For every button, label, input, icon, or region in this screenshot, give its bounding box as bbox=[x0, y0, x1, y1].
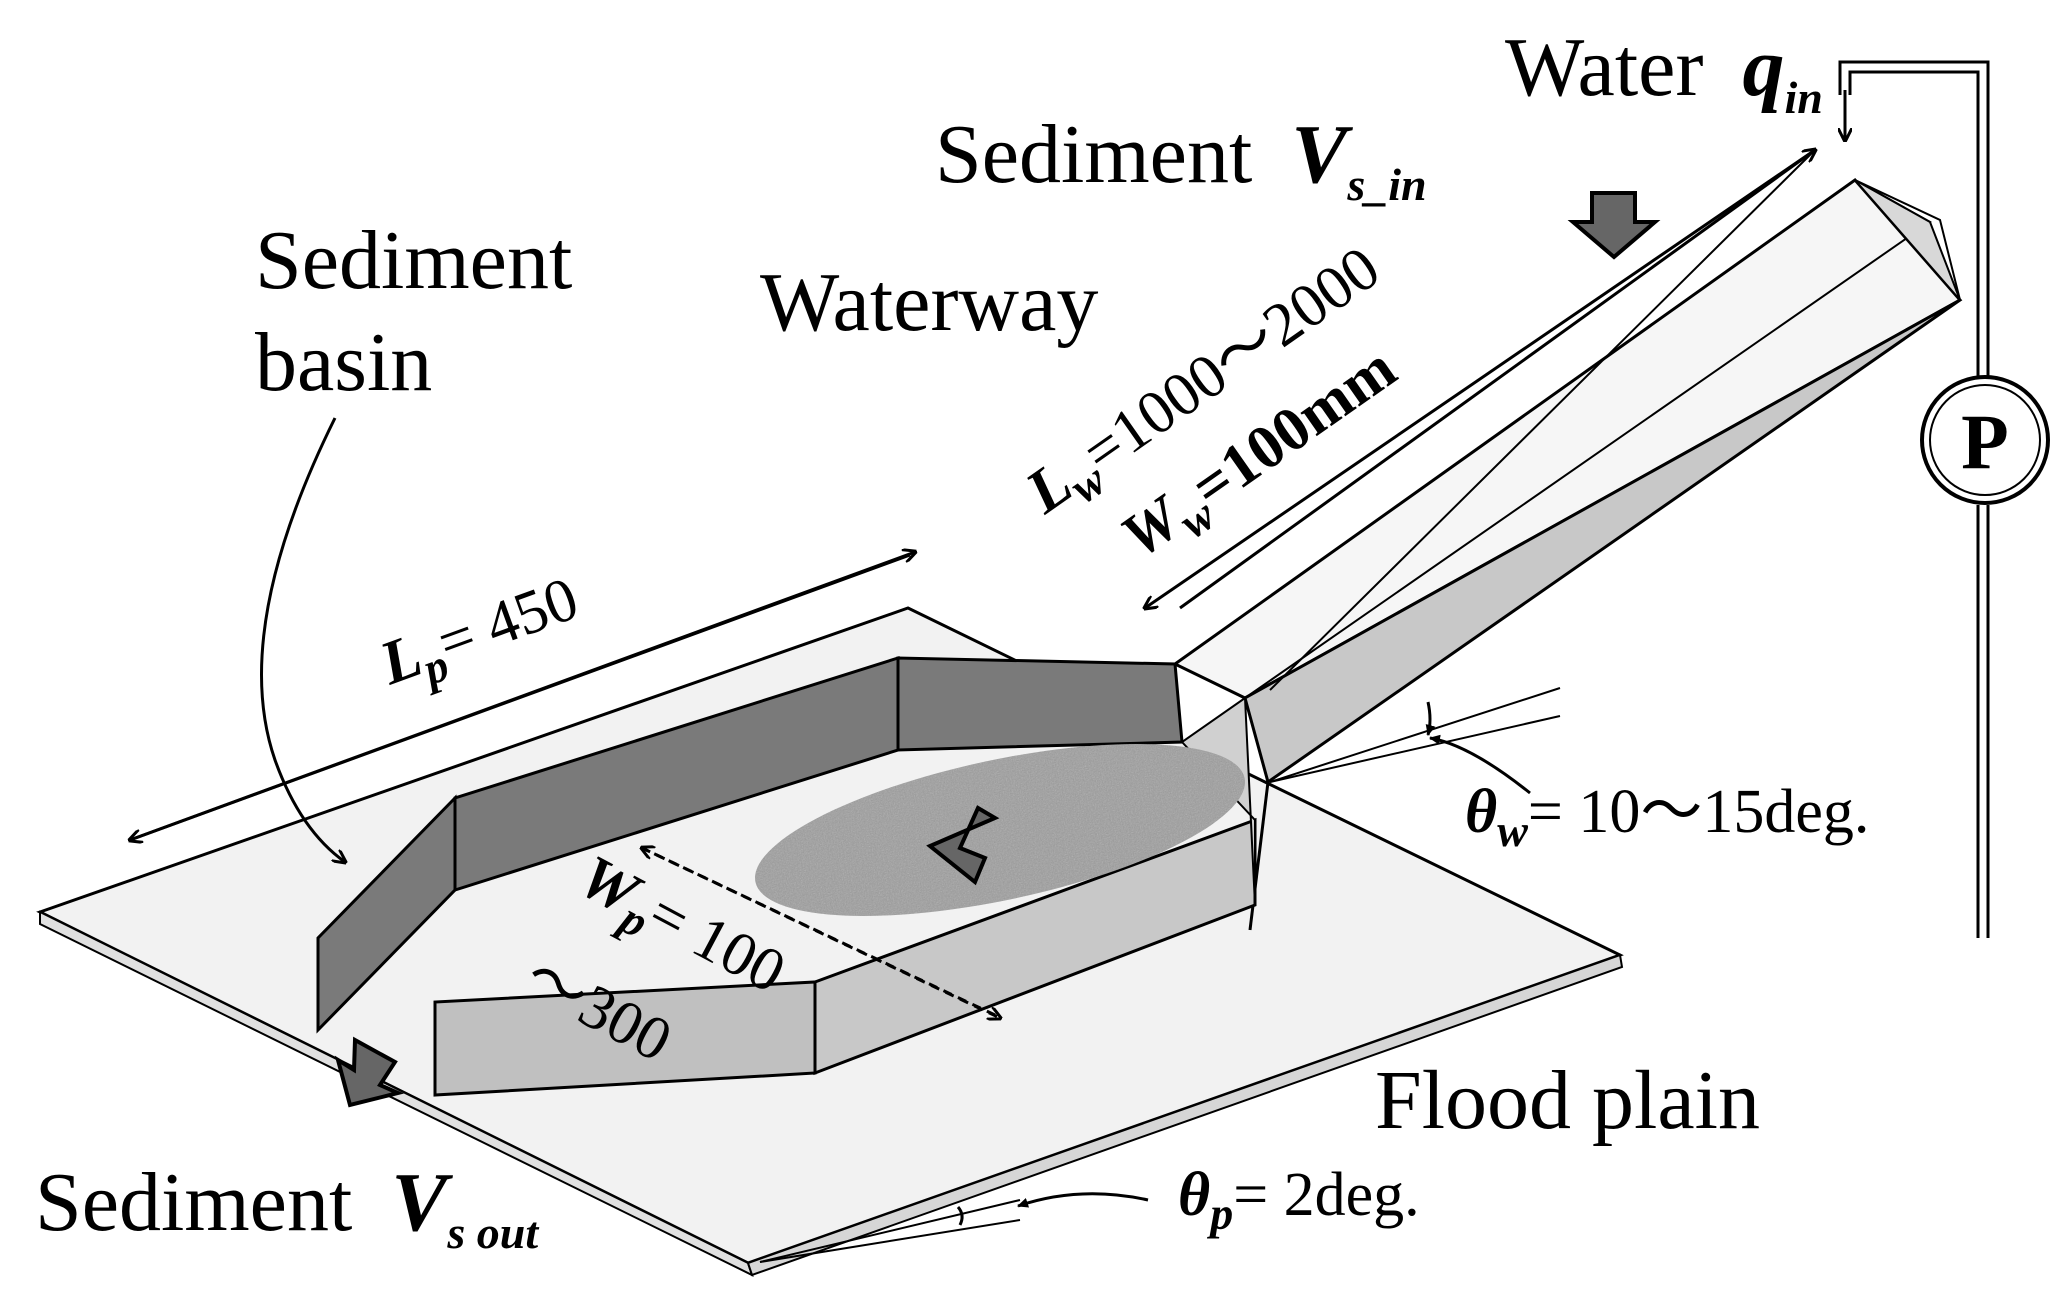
sediment-outflow-arrow bbox=[334, 1036, 405, 1108]
deposited-sediment bbox=[755, 744, 1245, 916]
pump-icon: P bbox=[1920, 375, 2050, 505]
basin-length-label: Lp= 450 bbox=[371, 564, 591, 708]
sediment-inflow-arrow bbox=[1567, 191, 1661, 260]
sediment-flow-arrow bbox=[926, 805, 1000, 886]
sediment-out-label: Sediment Vs out bbox=[35, 1156, 539, 1258]
sediment-basin-label: Sediment basin bbox=[255, 214, 593, 409]
dimension-lines bbox=[130, 150, 1815, 1263]
sediment-basin-walls bbox=[316, 655, 1257, 1097]
pump-label: P bbox=[1961, 398, 2009, 485]
pump-pipe bbox=[1840, 60, 1990, 938]
waterway-slope-label: θw= 10～15deg. bbox=[1465, 778, 1869, 856]
plain-slope-label: θp= 2deg. bbox=[1178, 1161, 1420, 1239]
waterway-channel bbox=[1172, 177, 1963, 931]
waterway-label: Waterway bbox=[760, 256, 1098, 349]
flood-plain-label: Flood plain bbox=[1375, 1054, 1760, 1147]
water-label: Water qin bbox=[1505, 21, 1823, 123]
sediment-in-label: Sediment Vs_in bbox=[935, 108, 1427, 210]
